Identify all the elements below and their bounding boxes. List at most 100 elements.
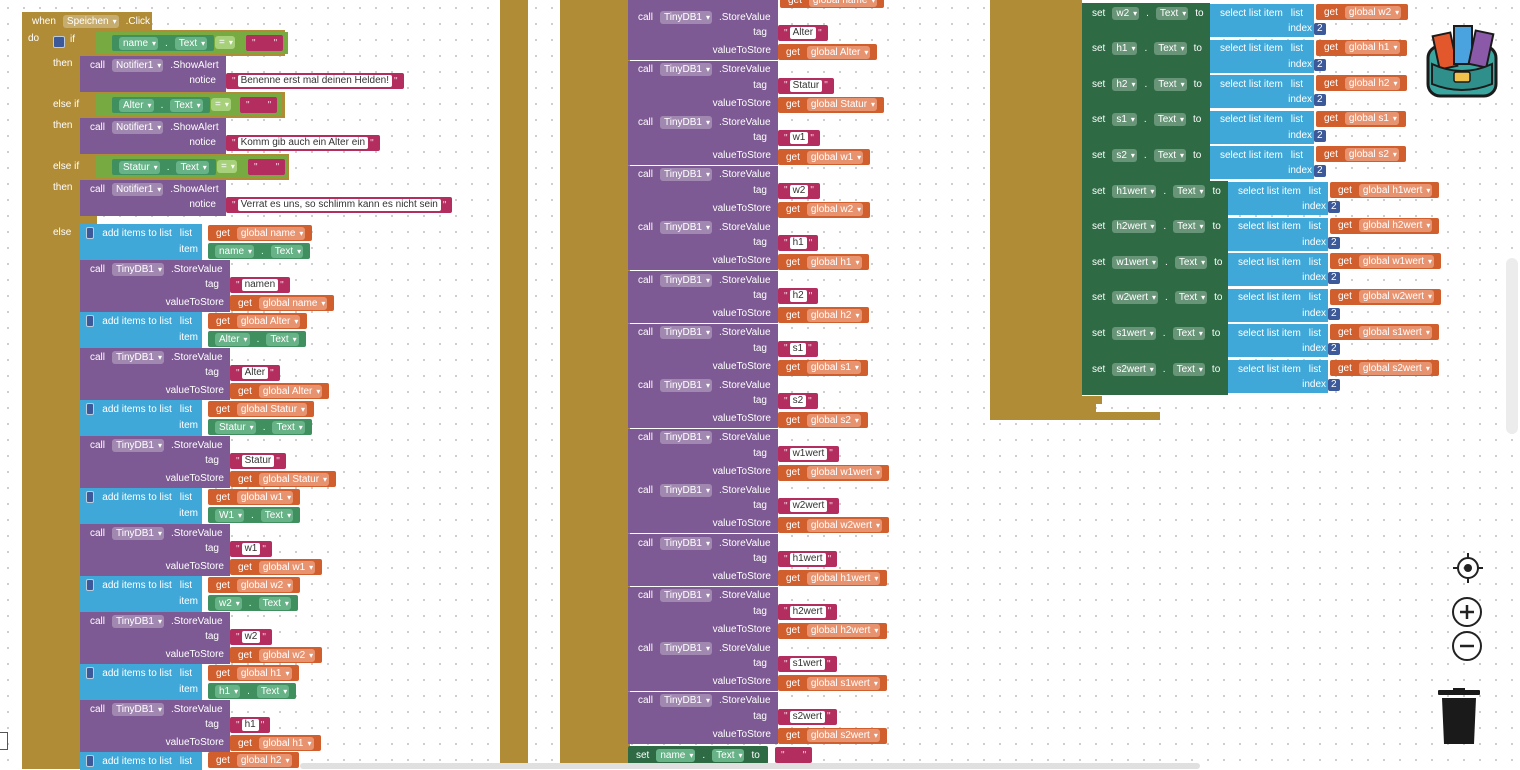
variable-dropdown[interactable]: global w1wert <box>1358 254 1435 268</box>
variable-dropdown[interactable]: global w1 <box>258 560 316 574</box>
component-dropdown[interactable]: s1 <box>1112 113 1137 127</box>
index-number-block[interactable]: 2 <box>1328 201 1340 213</box>
tinydb-dropdown[interactable]: TinyDB1 <box>660 483 712 497</box>
text-value[interactable]: w2 <box>241 631 261 643</box>
variable-dropdown[interactable]: global w2 <box>1344 5 1402 19</box>
tinydb-dropdown[interactable]: TinyDB1 <box>660 168 712 182</box>
variable-dropdown[interactable]: global s1wert <box>806 676 880 690</box>
tinydb-dropdown[interactable]: TinyDB1 <box>660 589 712 603</box>
text-value[interactable]: namen <box>241 279 279 291</box>
text-value[interactable]: h1 <box>789 237 807 250</box>
select-list-item-block[interactable] <box>1228 182 1328 215</box>
tinydb-dropdown[interactable]: TinyDB1 <box>660 63 712 77</box>
tag-text-block[interactable]: "w1" <box>778 130 820 147</box>
tinydb-dropdown[interactable]: TinyDB1 <box>660 641 712 655</box>
tag-text-block[interactable]: "h2" <box>778 288 819 304</box>
tinydb-dropdown[interactable]: TinyDB1 <box>660 10 712 24</box>
select-list-item-block[interactable] <box>1228 217 1328 251</box>
tag-text-block[interactable]: "h1" <box>778 235 819 252</box>
notifier-dropdown[interactable]: Notifier1 <box>112 58 164 72</box>
mutator-gear-icon[interactable] <box>86 315 95 327</box>
variable-dropdown[interactable]: global w2 <box>806 203 864 217</box>
zoom-in-icon[interactable] <box>1451 596 1483 628</box>
empty-text-block[interactable]: "" <box>246 35 284 51</box>
variable-dropdown[interactable]: global Statur <box>806 98 878 112</box>
tag-text-block[interactable]: "s1" <box>778 340 818 357</box>
variable-dropdown[interactable]: global Alter <box>258 384 323 398</box>
component-dropdown[interactable]: Statur <box>215 420 256 434</box>
component-dropdown[interactable]: h2 <box>1112 77 1138 91</box>
variable-dropdown[interactable]: global Statur <box>236 402 308 416</box>
component-dropdown[interactable]: name <box>215 244 255 258</box>
variable-dropdown[interactable]: global Alter <box>806 45 871 59</box>
component-dropdown[interactable]: h1 <box>215 684 241 698</box>
notifier-dropdown[interactable]: Notifier1 <box>112 120 164 134</box>
select-list-item-block[interactable] <box>1210 110 1314 144</box>
variable-dropdown[interactable]: global s2wert <box>1358 361 1432 375</box>
tag-text-block[interactable]: "namen" <box>230 277 290 293</box>
property-dropdown[interactable]: Text <box>266 332 299 346</box>
tinydb-dropdown[interactable]: TinyDB1 <box>112 438 164 452</box>
property-dropdown[interactable]: Text <box>270 244 304 258</box>
property-dropdown[interactable]: Text <box>1174 291 1208 305</box>
tag-text-block[interactable]: "w2" <box>230 629 272 645</box>
text-value[interactable]: s2 <box>789 395 807 408</box>
set-component-text-block[interactable] <box>1082 74 1210 110</box>
variable-dropdown[interactable]: global w1 <box>806 150 864 164</box>
tag-text-block[interactable]: "h1wert" <box>778 551 838 567</box>
text-value[interactable]: w2wert <box>789 500 828 513</box>
variable-dropdown[interactable]: global h1 <box>806 255 862 269</box>
property-dropdown[interactable]: Text <box>1154 77 1187 91</box>
text-value[interactable]: w1 <box>241 543 261 555</box>
select-list-item-block[interactable] <box>1228 324 1328 358</box>
tinydb-dropdown[interactable]: TinyDB1 <box>660 273 712 287</box>
component-dropdown[interactable]: w2 <box>215 596 242 610</box>
mutator-gear-icon[interactable] <box>86 579 95 591</box>
tag-text-block[interactable]: "w2wert" <box>778 498 839 515</box>
index-number-block[interactable]: 2 <box>1328 343 1340 356</box>
select-list-item-block[interactable] <box>1210 39 1314 73</box>
variable-dropdown[interactable]: global h1 <box>236 666 292 680</box>
property-dropdown[interactable]: Text <box>258 596 291 610</box>
tinydb-dropdown[interactable]: TinyDB1 <box>660 220 712 234</box>
tinydb-dropdown[interactable]: TinyDB1 <box>112 614 164 628</box>
set-component-text-block[interactable] <box>1082 38 1210 75</box>
